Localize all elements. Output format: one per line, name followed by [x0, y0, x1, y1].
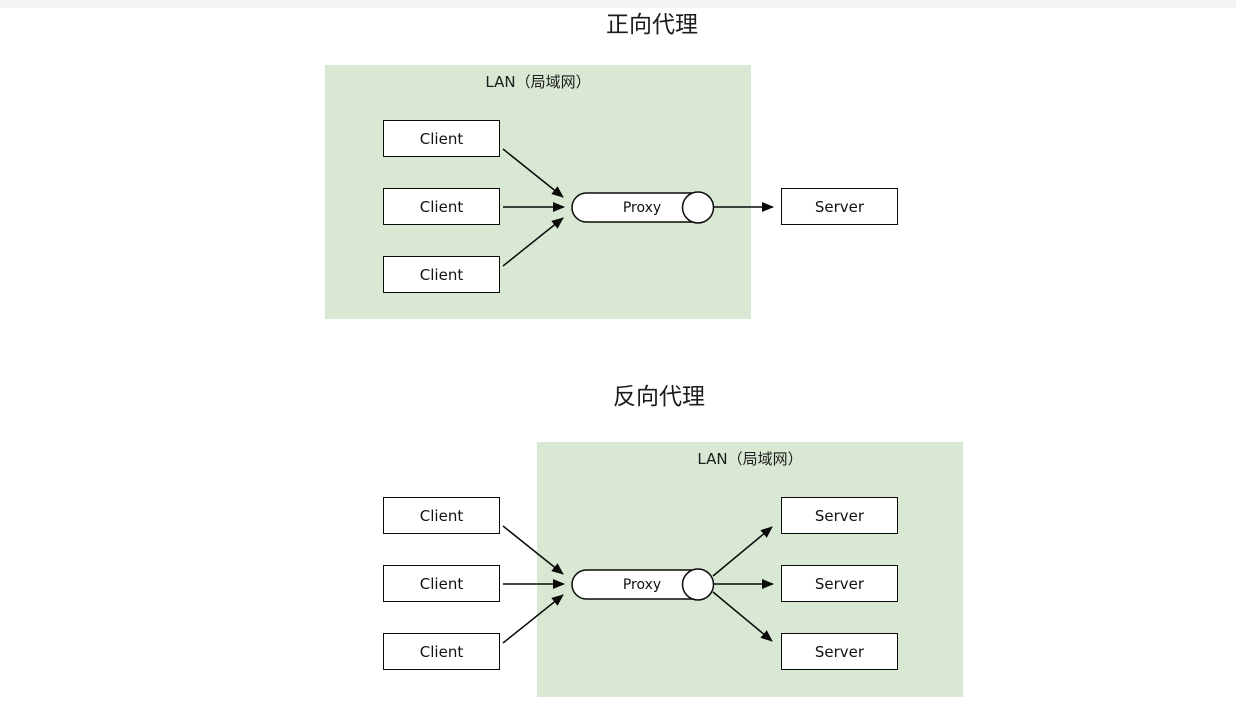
reverse-proxy-label: Proxy — [622, 576, 662, 593]
fwd-client-box-1: Client — [383, 120, 500, 157]
rev-client-label-3: Client — [419, 642, 464, 661]
rev-server-box-2: Server — [781, 565, 898, 602]
arrow-rev-client3-to-proxy — [502, 594, 564, 644]
rev-server-label-3: Server — [814, 642, 865, 661]
forward-proxy-shape — [571, 191, 715, 224]
rev-client-box-2: Client — [383, 565, 500, 602]
rev-client-box-3: Client — [383, 633, 500, 670]
rev-client-box-1: Client — [383, 497, 500, 534]
arrow-fwd-client3-to-proxy — [502, 217, 564, 267]
proxy-cylinder-cap — [681, 568, 715, 601]
fwd-client-label-3: Client — [419, 265, 464, 284]
fwd-client-box-2: Client — [383, 188, 500, 225]
fwd-client-label-1: Client — [419, 129, 464, 148]
arrow-fwd-client1-to-proxy — [502, 148, 564, 198]
arrow-rev-proxy-to-server1 — [712, 526, 773, 577]
rev-server-label-2: Server — [814, 574, 865, 593]
arrow-rev-proxy-to-server3 — [712, 591, 773, 642]
fwd-server-box-1: Server — [781, 188, 898, 225]
reverse-proxy-shape — [571, 568, 715, 601]
arrow-rev-client1-to-proxy — [502, 525, 564, 575]
rev-client-label-1: Client — [419, 506, 464, 525]
top-bar — [0, 0, 1236, 8]
forward-proxy-label: Proxy — [622, 199, 662, 216]
fwd-client-label-2: Client — [419, 197, 464, 216]
reverse-lan-label: LAN（局域网） — [697, 450, 803, 468]
forward-lan-label: LAN（局域网） — [485, 73, 591, 91]
fwd-server-label-1: Server — [814, 197, 865, 216]
rev-server-box-1: Server — [781, 497, 898, 534]
proxy-cylinder-cap — [681, 191, 715, 224]
rev-server-label-1: Server — [814, 506, 865, 525]
rev-client-label-2: Client — [419, 574, 464, 593]
reverse-proxy-title: 反向代理 — [613, 384, 705, 410]
forward-proxy-title: 正向代理 — [606, 12, 698, 38]
fwd-client-box-3: Client — [383, 256, 500, 293]
rev-server-box-3: Server — [781, 633, 898, 670]
